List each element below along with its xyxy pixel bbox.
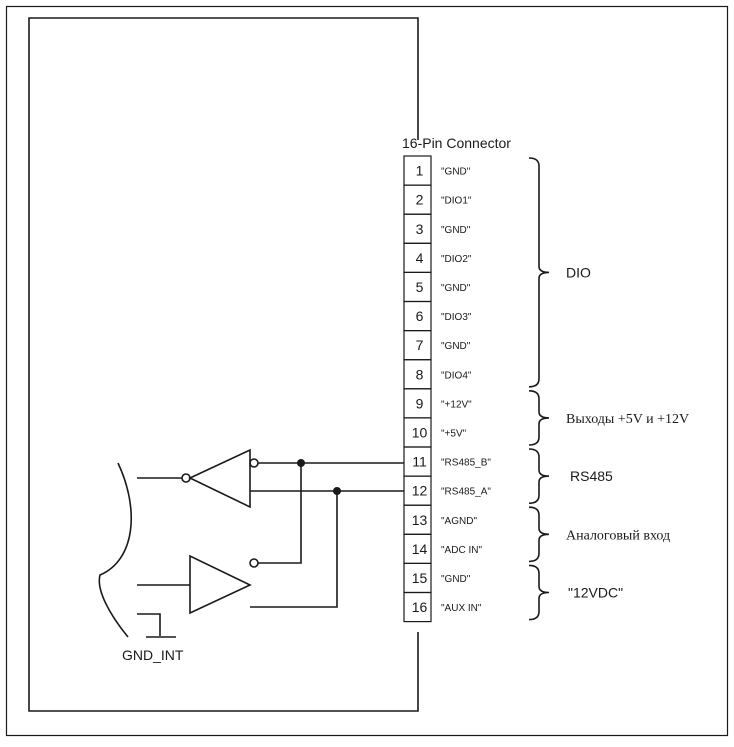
pin-signal: "+12V" (441, 399, 472, 410)
pin-number: 14 (412, 541, 428, 557)
pin-number: 12 (412, 483, 428, 499)
pin-number: 7 (416, 337, 424, 353)
pin-signal: "GND" (441, 225, 471, 236)
pin-row: 14 "ADC IN" (403, 533, 482, 564)
pin-number: 10 (412, 424, 428, 440)
pin-row: 2 "DIO1" (403, 184, 472, 215)
rs485-transceiver: GND_INT (98, 448, 404, 663)
pin-number: 15 (412, 570, 428, 586)
pin-row: 1 "GND" (403, 155, 471, 186)
group-brace (528, 390, 550, 446)
pin-number: 13 (412, 512, 428, 528)
receiver-buffer (189, 554, 252, 615)
group-label: Выходы +5V и +12V (566, 412, 689, 427)
pin-row: 12 "RS485_A" (403, 475, 491, 506)
pin-number: 6 (416, 308, 424, 324)
pin-signal: "DIO1" (441, 196, 472, 207)
pin-signal: "GND" (441, 574, 471, 585)
pin-number: 8 (416, 366, 424, 382)
pin-number: 11 (412, 454, 427, 470)
driver-buffer (188, 448, 251, 509)
pin-signal: "ADC IN" (441, 545, 482, 556)
connector-title: 16-Pin Connector (402, 135, 511, 151)
pin-number: 5 (416, 279, 424, 295)
connector-pins: 1 "GND" 2 "DIO1" 3 "GND" 4 "DIO2" 5 "GND" 6 "DIO3" 7… (403, 155, 491, 623)
pin-signal: "DIO4" (441, 370, 472, 381)
receiver-b-wire (258, 463, 302, 564)
pin-number: 3 (416, 221, 424, 237)
pin-signal: "GND" (441, 341, 471, 352)
outer-frame (5, 5, 729, 737)
group-label: DIO (566, 264, 591, 280)
pin-cell (403, 591, 432, 623)
pin-number: 16 (412, 599, 428, 615)
ground-wire (137, 613, 161, 636)
pin-number: 9 (416, 395, 424, 411)
pin-signal: "RS485_B" (441, 458, 491, 469)
cable-break-curve (98, 462, 133, 638)
pin-signal: "GND" (441, 167, 471, 178)
pin-signal: "AGND" (441, 516, 477, 527)
ground-label: GND_INT (122, 647, 184, 663)
pin-row: 13 "AGND" (403, 504, 477, 535)
receiver-inversion-bubble (249, 558, 259, 568)
group-label: Аналоговый вход (566, 528, 670, 543)
pin-row: 8 "DIO4" (403, 359, 472, 390)
receiver-a-wire (250, 491, 338, 608)
pin-number: 2 (416, 192, 424, 208)
driver-inversion-bubble-right (249, 458, 259, 468)
pin-signal: "+5V" (441, 428, 467, 439)
pin-signal: "DIO2" (441, 254, 472, 265)
pin-row: 7 "GND" (403, 330, 471, 361)
group-label: "12VDC" (568, 585, 623, 601)
device-enclosure (28, 17, 419, 712)
pin-row: 3 "GND" (403, 213, 471, 244)
group-brace (528, 157, 550, 388)
group-label: RS485 (570, 468, 613, 484)
pin-row: 4 "DIO2" (403, 242, 472, 274)
pin-row: 11 "RS485_B" (403, 446, 491, 477)
pin-row: 10 "+5V" (403, 417, 467, 448)
pin-row: 15 "GND" (403, 562, 471, 594)
group-brace (528, 448, 550, 504)
pin-number: 4 (416, 250, 424, 266)
pin-signal: "AUX IN" (441, 603, 482, 614)
pin-signal: "RS485_A" (441, 487, 491, 498)
group-brace (528, 506, 550, 563)
pin-signal: "GND" (441, 283, 471, 294)
pin-row: 16 "AUX IN" (403, 591, 482, 623)
pin-row: 5 "GND" (403, 271, 471, 303)
pin-signal: "DIO3" (441, 312, 472, 323)
pin-number: 1 (416, 163, 424, 179)
pin-row: 6 "DIO3" (403, 300, 472, 332)
group-brace (528, 564, 550, 621)
pin-row: 9 "+12V" (403, 388, 472, 419)
